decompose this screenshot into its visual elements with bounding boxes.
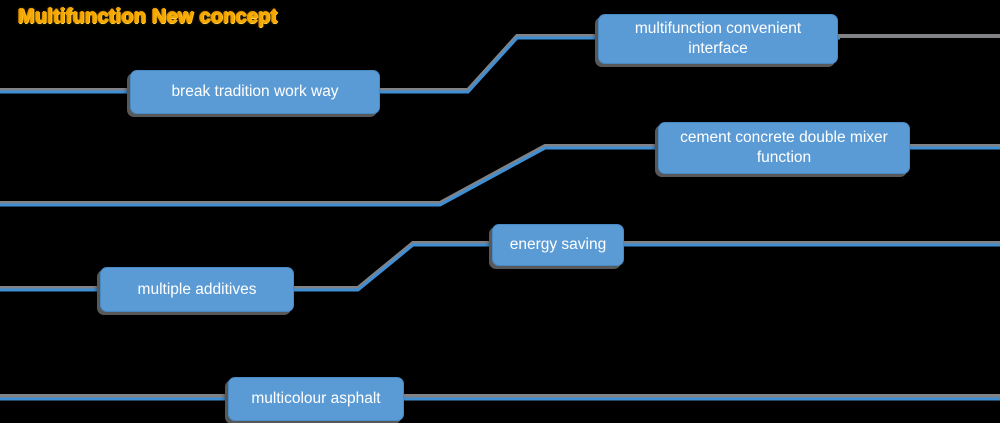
node-label: multicolour asphalt [251, 390, 381, 408]
connector-row3-rise [294, 243, 1000, 292]
node-label: energy saving [509, 236, 607, 254]
node-energy-saving[interactable]: energy saving [492, 224, 624, 266]
node-multicolour-asphalt[interactable]: multicolour asphalt [228, 377, 404, 421]
connector-row3-rise-shadow [294, 241, 1000, 290]
node-break-tradition-work-way[interactable]: break tradition work way [130, 70, 380, 114]
node-cement-concrete-double-mixer-function[interactable]: cement concrete double mixer function [658, 122, 910, 174]
node-label: cement concrete double mixer function [680, 129, 888, 166]
page-title: Multifunction New concept [18, 6, 278, 28]
node-multifunction-convenient-interface[interactable]: multifunction convenient interface [598, 14, 838, 64]
node-label: multiple additives [137, 280, 257, 298]
node-multiple-additives[interactable]: multiple additives [100, 267, 294, 312]
node-label: break tradition work way [171, 83, 339, 101]
node-label: multifunction convenient interface [634, 20, 802, 57]
